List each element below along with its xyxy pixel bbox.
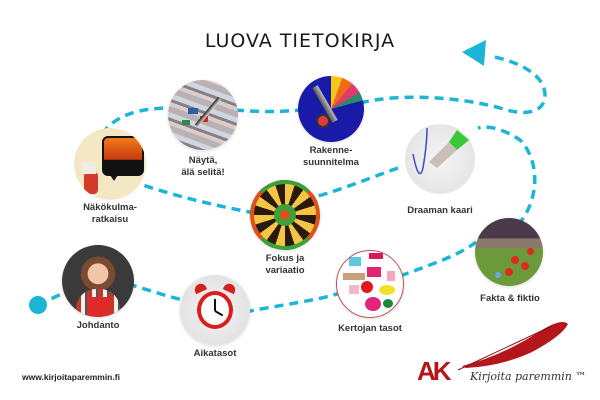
node-label: Johdanto	[76, 320, 120, 331]
feather-logo-icon	[457, 322, 568, 371]
node-label: Aikatasot	[193, 348, 237, 359]
woman-portrait-icon	[62, 245, 134, 317]
end-arrow	[462, 40, 486, 66]
website-link[interactable]: www.kirjoitaparemmin.fi	[22, 372, 120, 382]
speech-bubbles-icon	[336, 250, 404, 318]
colorful-scissors-icon	[298, 76, 364, 142]
speech-bubble-sunset-icon	[74, 128, 146, 200]
alarm-clock-icon	[180, 275, 250, 345]
node-label: Kertojan tasot	[338, 323, 402, 334]
pen-drawing-icon	[405, 124, 475, 194]
dartboard-icon	[250, 180, 320, 250]
page-title: LUOVA TIETOKIRJA	[204, 30, 396, 52]
node-label: Fakta & fiktio	[480, 293, 540, 304]
node-label: Draaman kaari	[407, 205, 473, 216]
node-label: Näkökulma-ratkaisu	[83, 202, 137, 225]
brand-name: Kirjoita paremmin ™	[470, 370, 587, 383]
start-dot	[29, 296, 47, 314]
poppy-field-icon	[475, 218, 543, 286]
puzzle-tweezers-icon	[168, 80, 238, 150]
node-label: Näytä,älä selitä!	[181, 155, 225, 178]
node-label: Rakenne-suunnitelma	[303, 145, 359, 168]
ak-logo: AK	[417, 356, 452, 386]
